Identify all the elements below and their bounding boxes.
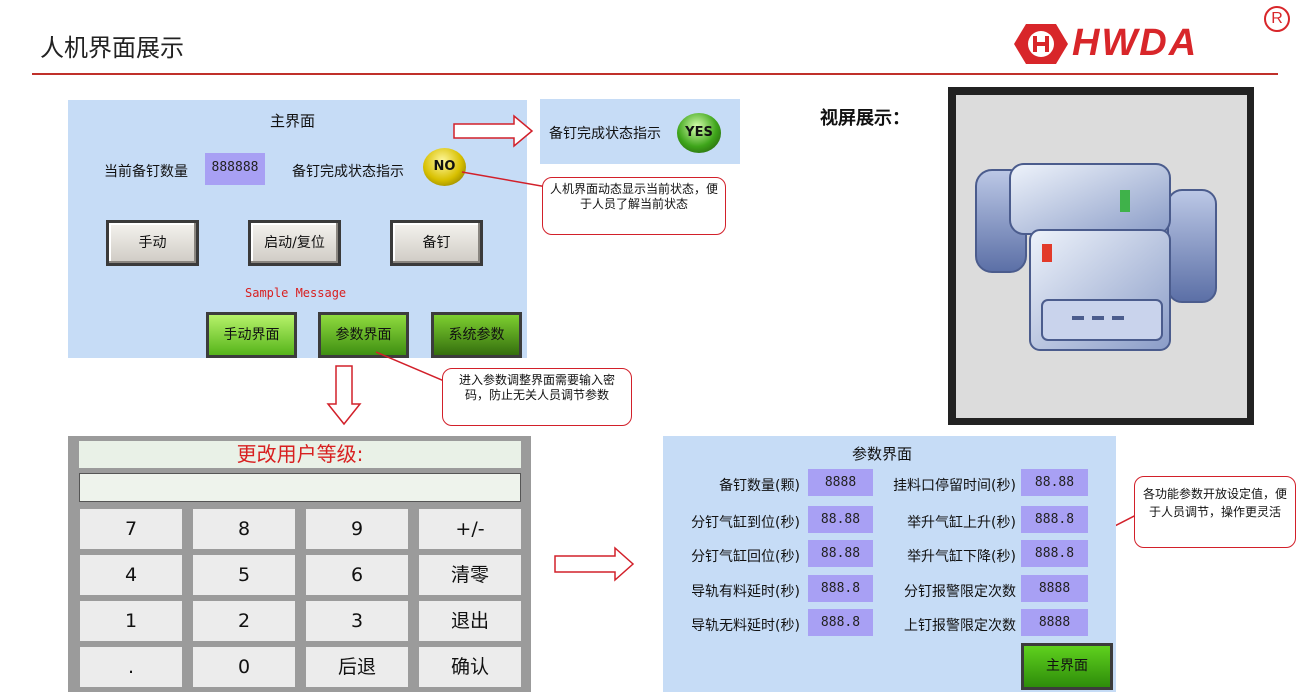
sample-message: Sample Message [245, 286, 347, 300]
params-title: 参数界面 [852, 445, 913, 463]
param-label: 备钉数量(颗) [719, 478, 800, 494]
key-0[interactable]: 0 [193, 647, 295, 687]
param-value[interactable]: 8888 [1021, 575, 1088, 602]
down-arrow-icon [326, 365, 362, 426]
right-arrow-icon [554, 546, 635, 582]
param-value[interactable]: 8888 [1021, 609, 1088, 636]
start-reset-button[interactable]: 启动/复位 [248, 220, 341, 266]
key-6[interactable]: 6 [306, 555, 408, 595]
right-arrow-icon [453, 114, 534, 148]
key-8[interactable]: 8 [193, 509, 295, 549]
key-confirm[interactable]: 确认 [419, 647, 521, 687]
param-value[interactable]: 88.88 [808, 506, 873, 533]
params-screen-button[interactable]: 参数界面 [318, 312, 409, 358]
key-clear[interactable]: 清零 [419, 555, 521, 595]
param-label: 分钉气缸回位(秒) [691, 549, 800, 565]
key-4[interactable]: 4 [80, 555, 182, 595]
key-1[interactable]: 1 [80, 601, 182, 641]
page-title: 人机界面展示 [40, 34, 184, 62]
count-value[interactable]: 888888 [205, 153, 265, 185]
status-lamp-yes: YES [677, 113, 721, 153]
machine-icon [975, 163, 1217, 351]
param-label: 分钉报警限定次数 [904, 584, 1016, 600]
status-lamp-no: NO [423, 148, 466, 186]
key-7[interactable]: 7 [80, 509, 182, 549]
param-label: 导轨无料延时(秒) [691, 618, 800, 634]
yes-status-label: 备钉完成状态指示 [549, 126, 661, 142]
param-label: 导轨有料延时(秒) [691, 584, 800, 600]
key-plus-minus[interactable]: +/- [419, 509, 521, 549]
key-exit[interactable]: 退出 [419, 601, 521, 641]
registered-mark: R [1264, 6, 1290, 32]
param-label: 挂料口停留时间(秒) [893, 478, 1016, 494]
keypad-title: 更改用户等级: [79, 441, 521, 468]
param-value[interactable]: 888.8 [1021, 506, 1088, 533]
param-label: 分钉气缸到位(秒) [691, 515, 800, 531]
logo-text: HWDA [1072, 22, 1199, 64]
param-label: 上钉报警限定次数 [904, 618, 1016, 634]
key-9[interactable]: 9 [306, 509, 408, 549]
prepare-nails-button[interactable]: 备钉 [390, 220, 483, 266]
header-divider [32, 73, 1278, 75]
param-value[interactable]: 888.8 [808, 575, 873, 602]
manual-screen-button[interactable]: 手动界面 [206, 312, 297, 358]
param-value[interactable]: 888.8 [1021, 540, 1088, 567]
count-label: 当前备钉数量 [104, 164, 188, 180]
param-value[interactable]: 8888 [808, 469, 873, 496]
callout-params: 各功能参数开放设定值，便于人员调节，操作更灵活 [1134, 476, 1296, 548]
hmi-main-title: 主界面 [270, 112, 316, 130]
key-5[interactable]: 5 [193, 555, 295, 595]
status-label: 备钉完成状态指示 [292, 164, 404, 180]
key-2[interactable]: 2 [193, 601, 295, 641]
view-label: 视屏展示： [820, 108, 910, 129]
hwda-logo-icon [1014, 24, 1068, 64]
callout-password: 进入参数调整界面需要输入密码，防止无关人员调节参数 [442, 368, 632, 426]
key-3[interactable]: 3 [306, 601, 408, 641]
keypad-input[interactable] [79, 473, 521, 502]
param-value[interactable]: 88.88 [808, 540, 873, 567]
param-label: 举升气缸下降(秒) [907, 549, 1016, 565]
callout-status: 人机界面动态显示当前状态，便于人员了解当前状态 [542, 177, 726, 235]
param-value[interactable]: 888.8 [808, 609, 873, 636]
key-backspace[interactable]: 后退 [306, 647, 408, 687]
manual-button[interactable]: 手动 [106, 220, 199, 266]
param-value[interactable]: 88.88 [1021, 469, 1088, 496]
home-screen-button[interactable]: 主界面 [1021, 643, 1113, 690]
param-label: 举升气缸上升(秒) [907, 515, 1016, 531]
key-dot[interactable]: . [80, 647, 182, 687]
system-params-button[interactable]: 系统参数 [431, 312, 522, 358]
